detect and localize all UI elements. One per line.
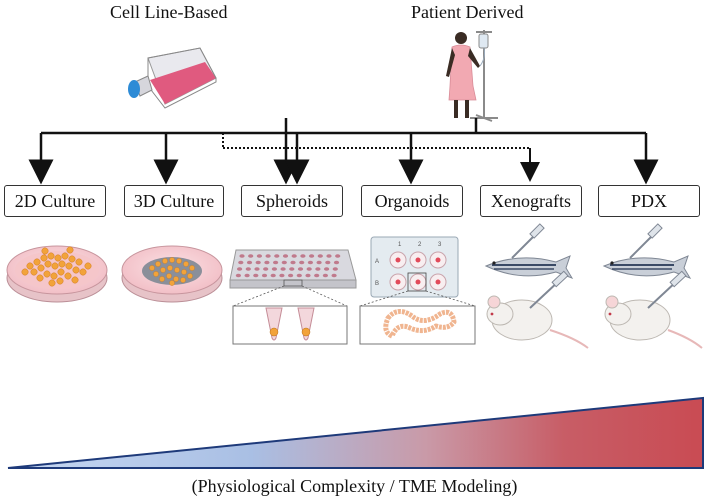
plate-well [288,273,294,278]
plate-well [305,273,311,278]
plate-well [306,267,312,271]
label-spheroids: Spheroids [241,185,343,217]
plate-well [271,267,277,271]
3d-culture-dish-icon [121,245,223,303]
label-2d-culture: 2D Culture [4,185,106,217]
pdx-zebrafish-icon [602,223,692,279]
plate-well [238,260,244,265]
plate-well [280,267,286,271]
plate-well [279,273,285,278]
plate-well [333,260,340,265]
plate-col-1: 1 [398,242,402,248]
heading-cell-line-based: Cell Line-Based [110,2,228,22]
plate-col-2: 2 [418,242,422,248]
plate-well [264,260,270,265]
plate-well [263,267,269,271]
plate-well [245,267,251,271]
plate-well [239,254,245,258]
gradient-caption: (Physiological Complexity / TME Modeling… [191,476,518,496]
plate-well [324,267,330,271]
plate-well [307,260,313,265]
label-organoids: Organoids [361,185,463,217]
plate-well [254,267,260,271]
plate-well [299,260,305,265]
well-plate-icon [229,249,357,345]
plate-well [246,260,253,265]
organoid-plate-icon: 1 2 3 A B [359,236,476,345]
2d-culture-dish-icon [6,245,108,303]
plate-well [300,254,306,258]
plate-well [317,254,323,258]
plate-well [309,254,315,258]
plate-well [331,273,337,278]
plate-well [237,267,243,271]
plate-well [281,260,287,265]
plate-well [296,273,302,278]
plate-well [314,273,320,278]
label-xenografts: Xenografts [480,185,582,217]
plate-well [332,267,338,271]
label-pdx: PDX [598,185,700,217]
plate-well [235,273,241,278]
zebrafish-icon [484,223,574,279]
cell-culture-flask-icon [128,47,217,109]
label-3d-culture: 3D Culture [124,185,224,217]
complexity-gradient-wedge [7,396,704,469]
plate-row-b: B [375,281,379,287]
plate-well [270,273,276,278]
plate-well [290,260,296,265]
plate-well [325,260,331,265]
plate-well [248,254,254,258]
plate-well [289,267,295,271]
plate-well [322,273,328,278]
plate-well [297,267,304,271]
plate-well [315,267,321,271]
plate-well [326,254,332,258]
plate-well [274,254,280,258]
plate-well [291,254,297,258]
plate-well [253,273,259,278]
plate-well [316,260,322,265]
plate-well [244,273,250,278]
plate-well [273,260,279,265]
plate-well [255,260,261,265]
plate-well [261,273,268,278]
heading-patient-derived: Patient Derived [411,2,524,22]
connector-lines [28,118,659,185]
plate-col-3: 3 [438,242,442,248]
pdx-mouse-icon [604,270,703,349]
plate-well [335,254,341,258]
plate-well [265,254,271,258]
patient-iv-icon [446,30,498,122]
mouse-icon [486,270,589,349]
plate-well [282,254,289,258]
plate-well [256,254,262,258]
plate-row-a: A [375,259,379,265]
